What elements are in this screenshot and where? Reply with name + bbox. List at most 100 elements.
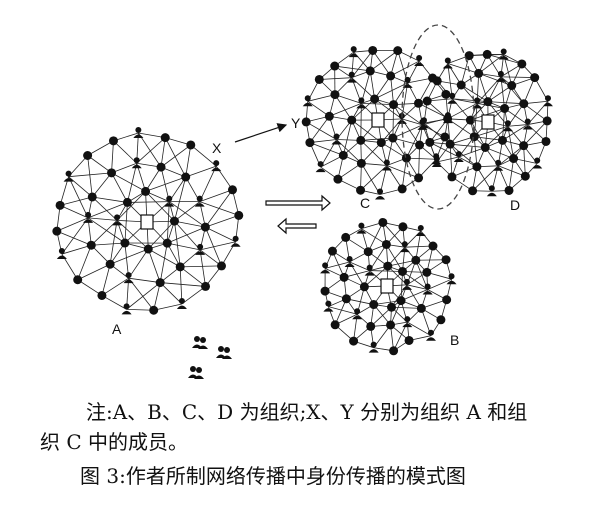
cluster-a-edge [91,172,112,198]
cluster-b-edge [334,298,347,325]
cluster-d-member-node [509,154,519,164]
cluster-b-member-node [363,247,373,257]
cluster-a-edge [56,217,89,232]
isolated-person-icon [192,336,208,349]
cluster-a-edge [68,176,93,198]
cluster-a-edge [147,248,161,283]
cluster-c-member-node [356,185,366,195]
cluster-a-member-node [73,275,83,285]
cluster-a-edge [87,202,128,219]
cluster-a-edge [128,277,155,311]
cluster-d-member-node [542,95,553,107]
cluster-b-member-node [422,267,432,277]
cluster-b-member-node [415,224,426,236]
cluster-c-edge [342,120,353,156]
cluster-d-member-node [445,139,455,149]
cluster-a-edge [61,217,89,255]
label-a: A [112,321,122,337]
cluster-b-member-node [349,336,359,346]
figure-title: 图 3:作者所制网络传播中身份传播的模式图 [80,464,466,488]
cluster-c-member-node [302,95,313,107]
note-line-2: 织 C 中的成员。 [40,430,189,454]
cluster-b-edge [400,289,428,301]
cluster-c-edge [390,75,394,105]
cluster-a-edge [111,140,114,173]
cluster-a-edge [68,176,89,219]
cluster-c-member-node [356,135,366,145]
cluster-a-edge [147,220,175,250]
cluster-a-member-node [227,185,237,195]
cluster-c-member-node [388,133,398,143]
cluster-c-edge [401,158,407,189]
cluster-c-member-node [376,138,386,148]
cluster-b-member-node [441,255,451,265]
cluster-c-edge [334,94,362,104]
cluster-c-member-node [368,45,378,55]
cluster-d-edge [470,119,486,148]
cluster-b-member-node [389,346,399,356]
cluster-c-edge [418,145,420,178]
cluster-b-member-node [378,217,388,227]
cluster-a-edge [77,245,92,280]
cluster-a-edge [174,201,200,222]
cluster-b-edge [407,321,432,337]
cluster-c-edge [351,98,375,121]
cluster-d-member-node [418,117,429,129]
cluster-a-member-node [175,262,185,272]
cluster-a-edge [174,220,201,251]
cluster-c-edge [390,60,420,77]
cluster-b-member-node [352,308,363,320]
cluster-b-member-node [396,296,406,306]
cluster-a-edge [127,201,170,203]
cluster-d-member-node [482,49,492,59]
cluster-c-member-node [381,159,392,171]
cluster-d-member-node [520,171,530,181]
cluster-d-member-node [469,132,479,142]
cluster-d-edge [485,147,514,159]
cluster-c-edge [401,118,423,126]
cluster-d-member-node [483,97,493,107]
cluster-a-edge [199,165,217,202]
cluster-b-edge [386,244,403,272]
cluster-b-edge [361,228,387,245]
cluster-d-center-person-icon [481,114,495,130]
cluster-b-member-node [398,266,408,276]
cluster-a-edge [205,189,233,228]
cluster-a-edge [87,155,93,198]
cluster-b-member-node [369,300,379,310]
cluster-a-edge [179,266,206,287]
cluster-d-member-node [447,172,457,182]
cluster-a-member-node [164,195,175,207]
cluster-d-member-node [486,185,497,197]
cluster-a-edge [166,201,170,244]
cluster-a-edge [92,196,128,203]
cluster-c-edge [360,103,362,141]
cluster-c-edge [406,124,423,159]
cluster-c-member-node [414,173,424,183]
cluster-b-member-node [366,321,376,331]
cluster-b-edge [402,271,428,290]
cluster-a-member-node [176,297,187,309]
cluster-a-edge [116,191,146,221]
cluster-a-member-node [123,272,134,284]
cluster-d-member-node [498,48,509,60]
cluster-a-edge [174,176,187,222]
cluster-a-edge [185,144,192,178]
cluster-c-edge [334,94,353,121]
cluster-c-member-node [347,115,357,125]
cluster-c-edge [392,124,423,139]
cluster-b-member-node [446,273,457,285]
cluster-d-member-node [472,162,482,172]
cluster-c-edge [351,50,374,78]
cluster-a-member-node [87,192,97,202]
cluster-a-edge [61,244,92,255]
cluster-a-edge [180,265,222,268]
cluster-b-edge [382,222,406,248]
cluster-d-member-node [465,115,475,125]
cluster-b-member-node [402,316,413,328]
cluster-a-edge [204,226,222,267]
cluster-c-member-node [330,90,340,100]
cluster-d-member-node [443,114,453,124]
cluster-d-member-node [542,116,552,126]
cluster-c-edge [329,102,362,117]
